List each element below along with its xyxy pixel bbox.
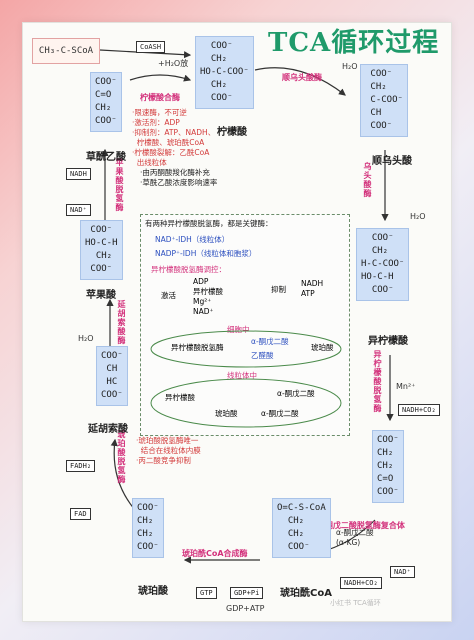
h2o-citrate-label: +H₂O放 <box>158 59 189 68</box>
mito-label: 线粒体中 <box>227 371 257 380</box>
mdh-label: 苹果酸脱氢酶 <box>115 158 124 212</box>
idh-info-panel: 有两种异柠檬酸脱氢酶，都是关键酶： NAD⁺-IDH（线粒体） NADP⁺-ID… <box>140 214 350 436</box>
aconitase-label-2: 乌头酸酶 <box>363 162 372 198</box>
succinate-name: 琥珀酸 <box>138 586 168 597</box>
idh-line1: NAD⁺-IDH（线粒体） <box>155 235 230 244</box>
r1-left: 异柠檬酸脱氢酶 <box>171 343 224 352</box>
gdp-atp-label: GDP+ATP <box>226 604 265 613</box>
idh-line3: 异柠檬酸脱氢酶调控： <box>151 265 226 274</box>
r2-mid: 琥珀酸 <box>215 409 238 418</box>
oxaloacetate-formula: COO⁻ C=O CH₂ COO⁻ <box>90 72 122 132</box>
akgdh-label: α-酮戊二酸脱氢酶复合体 <box>316 521 405 530</box>
akg-name: α-酮戊二酸 (α-KG) <box>336 528 374 547</box>
watermark: 小红书 TCA循环 <box>330 599 381 607</box>
malate-name: 苹果酸 <box>86 290 116 301</box>
act-label: 激活 <box>161 291 176 300</box>
mn-label: Mn²⁺ <box>396 382 416 391</box>
fumarase-label: 延胡索酸酶 <box>117 300 126 345</box>
r2-right: α-酮戊二酸 <box>277 389 315 398</box>
nadh-co2-isocit: NADH+CO₂ <box>398 404 440 416</box>
isocitrate-formula: COO⁻ CH₂ H-C-COO⁻ HO-C-H COO⁻ <box>356 228 410 301</box>
cyto-label: 细胞中 <box>227 325 250 334</box>
sdh-note: ·琥珀酸脱氢酶唯一 结合在线粒体内膜 ·丙二酸竞争抑制 <box>136 436 201 465</box>
r1-a: α-酮戊二酸 <box>251 337 289 346</box>
akg-formula: COO⁻ CH₂ CH₂ C=O COO⁻ <box>372 430 404 503</box>
h2o-label-2: H₂O <box>410 212 426 221</box>
idh-label: 异柠檬酸脱氢酶 <box>373 350 382 413</box>
gtp-label: GTP <box>196 587 217 599</box>
h2o-label-3: H₂O <box>78 334 94 343</box>
r2-left: 异柠檬酸 <box>165 393 195 402</box>
cis-aconitate-name: 顺乌头酸 <box>372 156 412 167</box>
idh-header: 有两种异柠檬酸脱氢酶，都是关键酶： <box>145 219 273 228</box>
nad-mal-label: NAD⁺ <box>66 204 91 216</box>
cis-aconitate-formula: COO⁻ CH₂ C-COO⁻ CH COO⁻ <box>360 64 408 137</box>
idh-line2: NADP⁺-IDH（线粒体和胞浆） <box>155 249 257 258</box>
isocitrate-name: 异柠檬酸 <box>368 336 408 347</box>
fumarate-name: 延胡索酸 <box>88 424 128 435</box>
oxaloacetate-name: 草酰乙酸 <box>86 152 126 163</box>
malate-formula: COO⁻ HO-C-H CH₂ COO⁻ <box>80 220 123 280</box>
succinate-formula: COO⁻ CH₂ CH₂ COO⁻ <box>132 498 164 558</box>
nad-akg: NAD⁺ <box>390 566 415 578</box>
gdp-label: GDP+Pi <box>230 587 264 599</box>
fad-label: FAD <box>70 508 91 520</box>
acetyl-coa: CH₃-C-SCoA <box>32 38 100 64</box>
aconitase-label-1: 顺乌头酸酶 <box>282 73 322 82</box>
sucl-label: 琥珀酰CoA合成酶 <box>182 549 248 558</box>
page-title: TCA循环过程 <box>268 28 440 58</box>
coash-label: CoASH <box>136 41 166 53</box>
citrate-formula: COO⁻ CH₂ HO-C-COO⁻ CH₂ COO⁻ <box>195 36 254 109</box>
citrate-synthase-label: 柠檬酸合酶 <box>140 93 180 102</box>
r2-bottom: α-酮戊二酸 <box>261 409 299 418</box>
oaa-note: ·由丙酮酸羧化酶补充 ·草酰乙酸浓度影响速率 <box>140 168 218 187</box>
fadh2-label: FADH₂ <box>66 460 96 472</box>
h2o-label-1: H₂O <box>342 62 358 71</box>
sdh-label: 琥珀酸脱氢酶 <box>117 430 126 484</box>
succinyl-coa-formula: O=C-S-CoA CH₂ CH₂ COO⁻ <box>272 498 331 558</box>
r1-b: 乙醛酸 <box>251 351 274 360</box>
citrate-name: 柠檬酸 <box>217 127 247 138</box>
nadh-co2-akg: NADH+CO₂ <box>340 577 382 589</box>
citrate-synthase-note: ·限速酶，不可逆 ·激活剂：ADP ·抑制剂：ATP、NADH、 柠檬酸、琥珀酰… <box>132 108 216 167</box>
inh-items: NADH ATP <box>301 279 324 298</box>
inh-label: 抑制 <box>271 285 286 294</box>
nadh-mal-label: NADH <box>66 168 91 180</box>
center-ellipses <box>150 330 342 428</box>
act-items: ADP 异柠檬酸 Mg²⁺ NAD⁺ <box>193 277 223 316</box>
succinyl-coa-name: 琥珀酰CoA <box>280 588 332 599</box>
fumarate-formula: COO⁻ CH HC COO⁻ <box>96 346 128 406</box>
r1-right: 琥珀酸 <box>311 343 334 352</box>
